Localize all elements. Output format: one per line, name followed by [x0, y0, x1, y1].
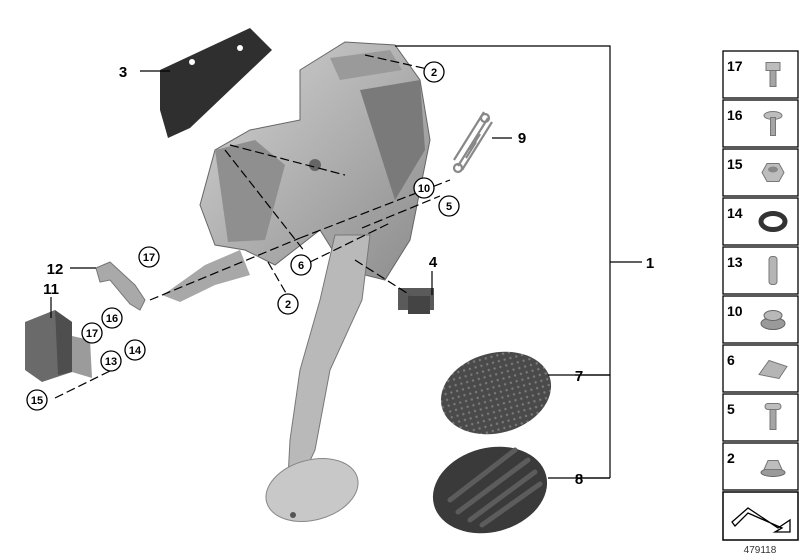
callout-4: 4 [429, 254, 438, 271]
switch-part [398, 288, 434, 314]
bracket-part [95, 261, 146, 311]
sensor-part [25, 310, 92, 382]
callout-9: 9 [518, 130, 526, 147]
callout-11: 11 [43, 281, 59, 298]
callout-8: 8 [575, 471, 583, 488]
legend-number: 15 [727, 156, 743, 172]
legend-item-10: 10 [722, 295, 799, 344]
pin-icon [768, 256, 778, 285]
callout-17b: 17 [81, 322, 103, 344]
legend-number: 16 [727, 107, 743, 123]
spring-part [452, 111, 493, 174]
screw-icon [765, 62, 781, 87]
callout-7: 7 [575, 368, 583, 385]
legend-number: 5 [727, 401, 735, 417]
legend-item-16: 16 [722, 99, 799, 148]
svg-text:16: 16 [106, 313, 118, 325]
svg-text:17: 17 [86, 328, 98, 340]
callout-1: 1 [646, 255, 654, 272]
pedal-bracket [199, 41, 431, 281]
legend-number: 2 [727, 450, 735, 466]
svg-text:14: 14 [129, 345, 142, 357]
pedal-pad-dotted [440, 351, 552, 435]
svg-text:2: 2 [285, 299, 291, 311]
svg-text:13: 13 [105, 356, 117, 368]
pedal-plate [265, 458, 359, 522]
flange-nut-icon [760, 460, 786, 477]
svg-text:2: 2 [431, 67, 437, 79]
svg-text:17: 17 [143, 252, 155, 264]
washer-screw-icon [763, 111, 783, 136]
callout-17a: 17 [138, 246, 160, 268]
callout-16: 16 [101, 307, 123, 329]
legend-number: 6 [727, 352, 735, 368]
legend-item-14: 14 [722, 197, 799, 246]
callout-12: 12 [47, 261, 64, 278]
legend-number: 10 [727, 303, 743, 319]
leader-lines [50, 45, 642, 479]
svg-text:15: 15 [31, 395, 43, 407]
legend-item-2: 2 [722, 442, 799, 491]
legend-number: 13 [727, 254, 743, 270]
legend-number: 17 [727, 58, 743, 74]
legend-item-17: 17 [722, 50, 799, 99]
callout-10: 10 [413, 177, 435, 199]
o-ring-icon [758, 211, 788, 232]
legend-item-13: 13 [722, 246, 799, 295]
direction-arrow-icon [731, 507, 791, 533]
callout-3: 3 [119, 64, 127, 81]
svg-text:5: 5 [446, 201, 452, 213]
bolt-icon [764, 403, 782, 430]
parts-legend: 17 16 15 14 13 10 6 5 2 [722, 50, 799, 491]
callout-6: 6 [290, 254, 312, 276]
callout-13: 13 [100, 350, 122, 372]
clip-icon [758, 359, 788, 380]
direction-arrow-box [722, 491, 799, 541]
legend-item-15: 15 [722, 148, 799, 197]
bushing-icon [760, 310, 786, 330]
legend-item-5: 5 [722, 393, 799, 442]
pedal-pad-ribbed [432, 446, 548, 534]
callout-2a: 2 [423, 61, 445, 83]
diagram-reference-number: 479118 [744, 545, 777, 556]
callout-15: 15 [26, 389, 48, 411]
gasket-part [160, 28, 272, 138]
legend-number: 14 [727, 205, 743, 221]
pedal-arm [162, 234, 371, 479]
callout-2b: 2 [277, 293, 299, 315]
callout-5: 5 [438, 195, 460, 217]
svg-text:10: 10 [418, 183, 430, 195]
legend-item-6: 6 [722, 344, 799, 393]
callout-14: 14 [124, 339, 146, 361]
svg-text:6: 6 [298, 260, 304, 272]
hex-nut-icon [761, 163, 785, 182]
